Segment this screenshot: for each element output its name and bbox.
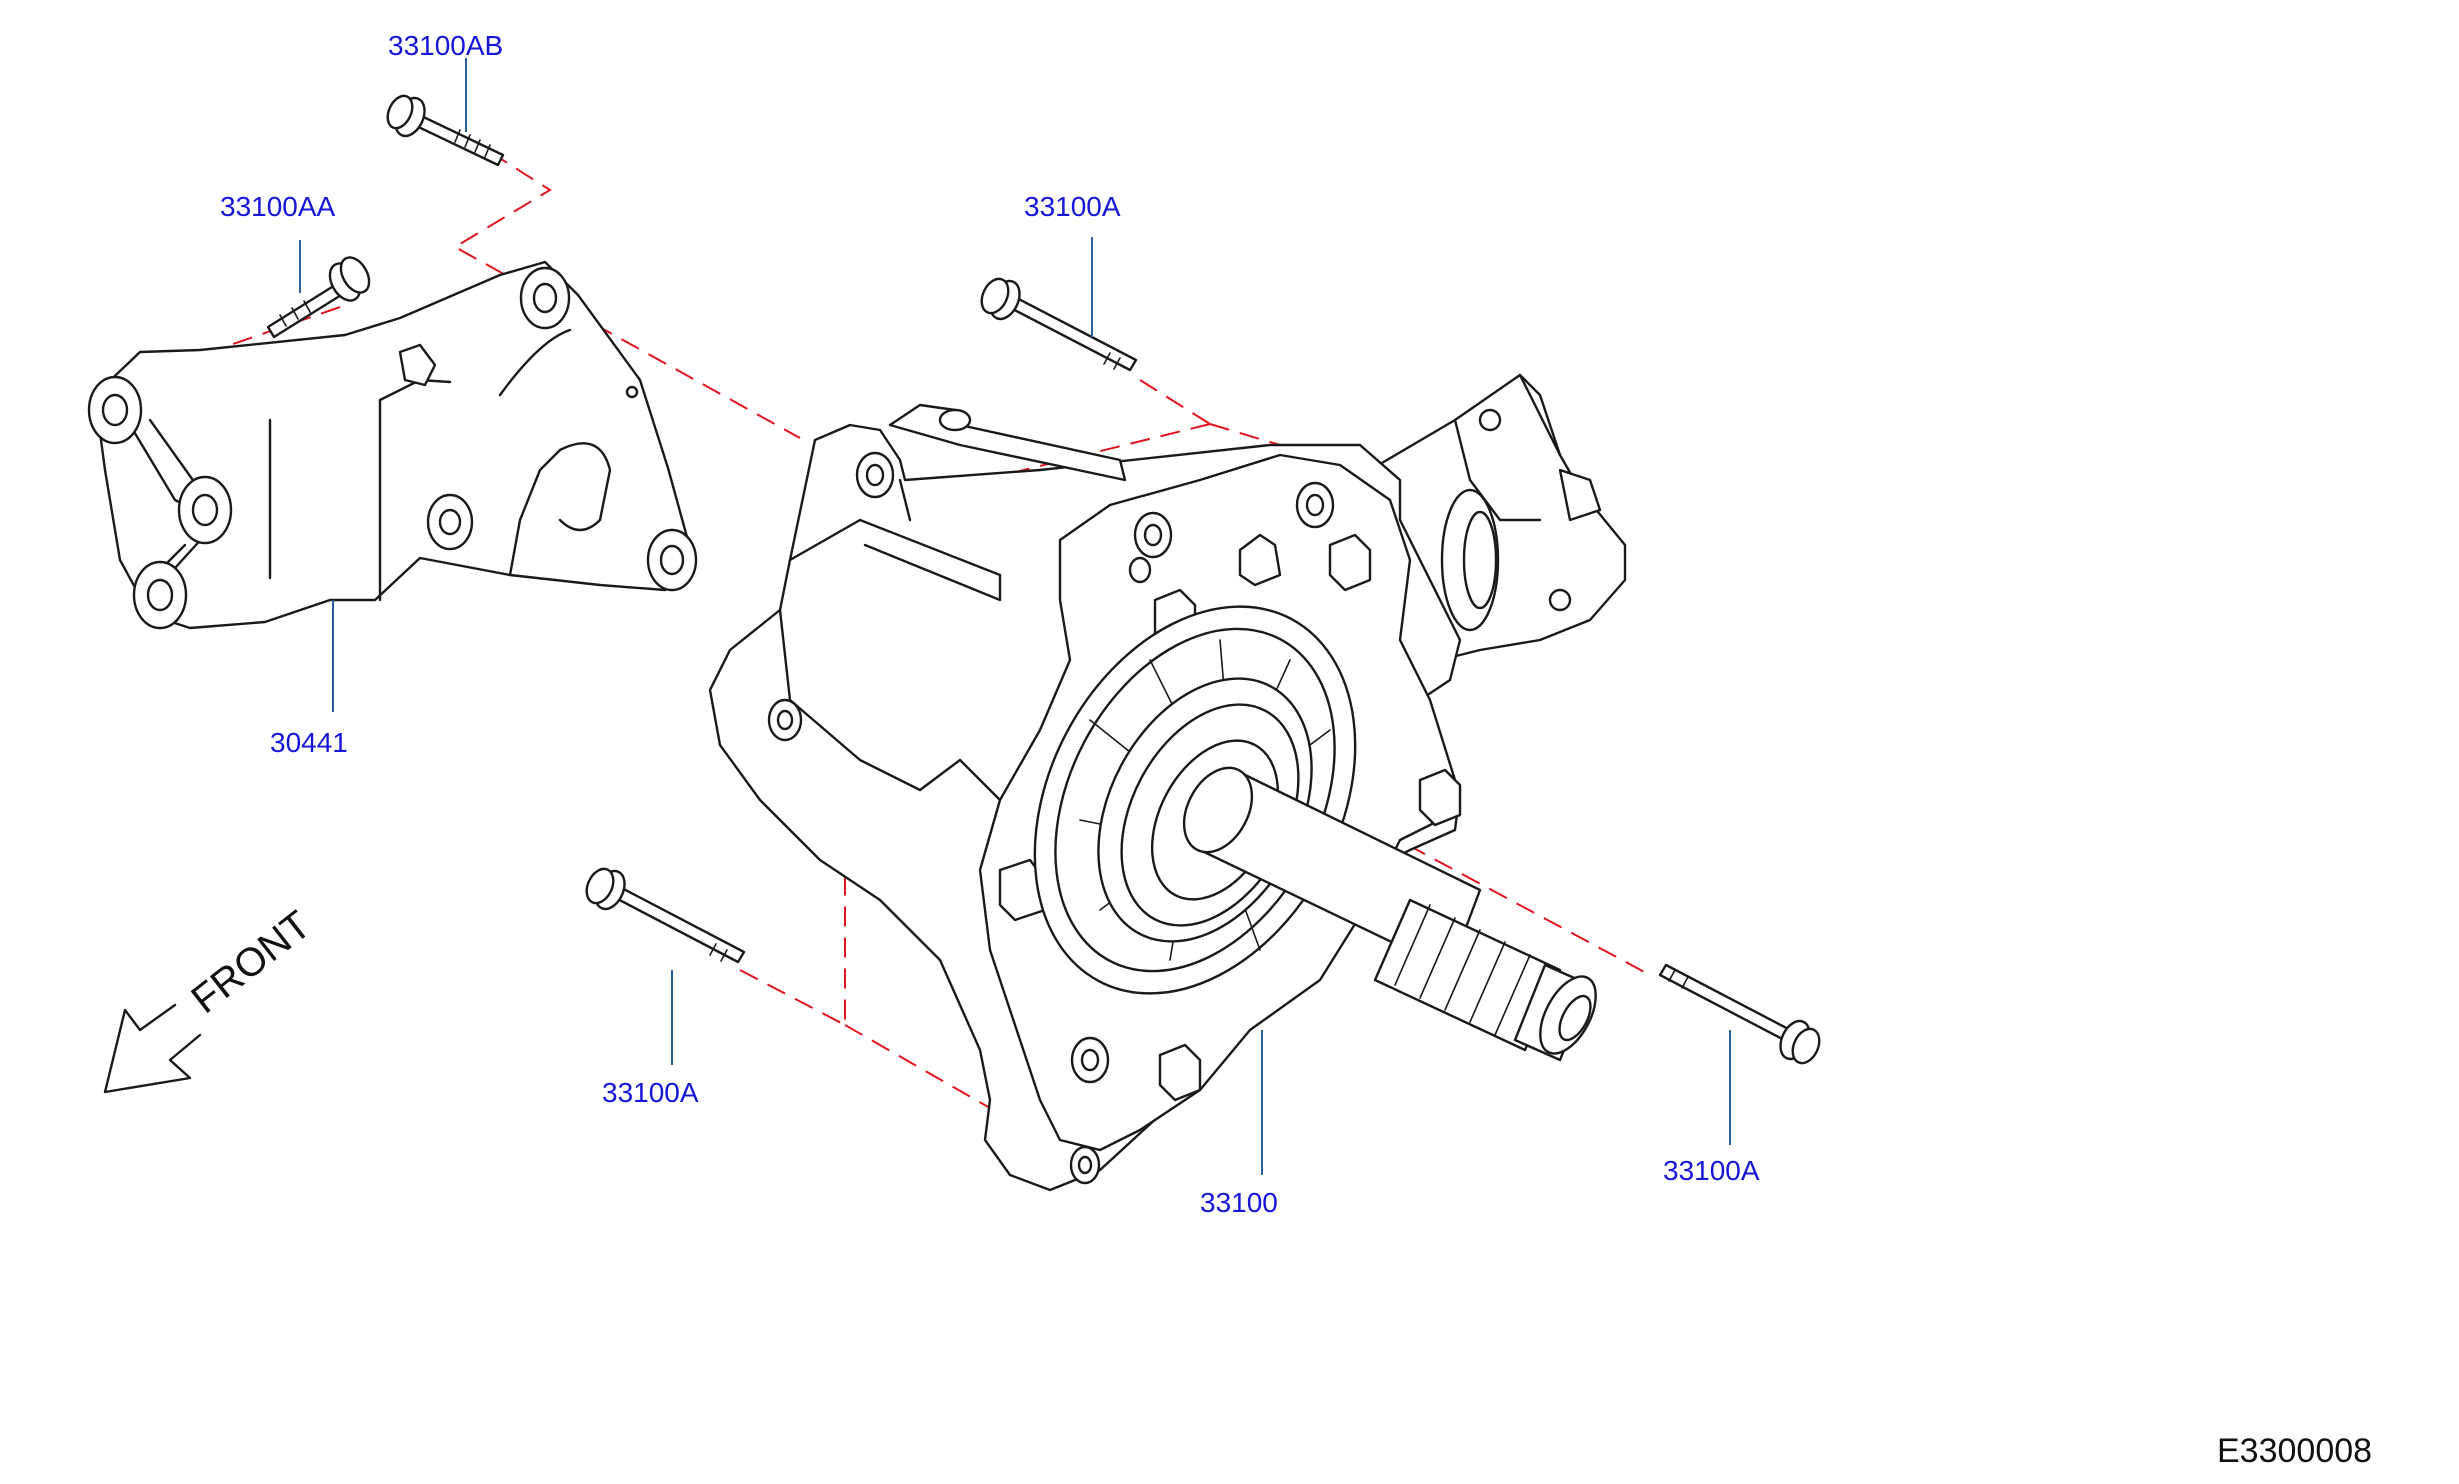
callout-bracket: 30441	[270, 727, 348, 758]
bolt-33100ab	[386, 94, 505, 167]
leader-lines	[299, 58, 1731, 1175]
callout-bolt-upper-center: 33100A	[1024, 191, 1121, 222]
diagram-id-code: E3300008	[2217, 1432, 2372, 1470]
callout-bolt-top: 33100AB	[388, 30, 503, 61]
callout-transfer-assembly: 33100	[1200, 1187, 1278, 1218]
front-arrow-icon	[103, 1003, 202, 1094]
bolt-33100a-lower-left	[585, 867, 746, 964]
callout-labels: 33100AB 33100AA 33100A 30441 33100A 3310…	[220, 30, 1760, 1218]
transfer-assembly-33100	[708, 373, 1627, 1192]
front-label: FRONT	[183, 903, 319, 1022]
bolt-33100a-lower-right	[1658, 963, 1821, 1065]
bolt-33100a-upper	[980, 277, 1138, 372]
callout-bolt-upper-left: 33100AA	[220, 191, 336, 222]
bolt-33100aa	[266, 256, 371, 339]
callout-bolt-lower-left: 33100A	[602, 1077, 699, 1108]
bracket-30441	[87, 260, 698, 630]
callout-bolt-lower-right: 33100A	[1663, 1155, 1760, 1186]
